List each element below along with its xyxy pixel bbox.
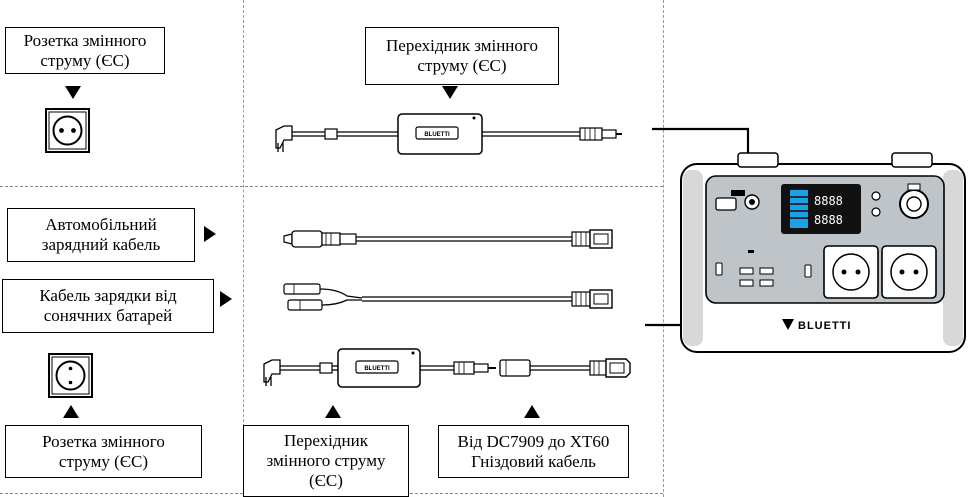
divider-vertical-left — [243, 0, 244, 497]
outlet-top-arrow — [65, 86, 81, 99]
solar-cable-arrow — [220, 291, 232, 307]
adapter-top-arrow — [442, 86, 458, 99]
ac-adapter-top-illustration: BLUETTI — [275, 113, 622, 155]
ac-adapter-bottom-illustration: BLUETTI — [263, 348, 631, 388]
bluetti-power-station-illustration: 8888 8888 BLUETTI — [680, 152, 966, 353]
solar-charging-cable-illustration — [283, 283, 613, 311]
divider-horizontal-middle — [0, 186, 663, 187]
car-charging-cable-illustration — [283, 229, 613, 249]
dc-cable-arrow — [524, 405, 540, 418]
display-value-2: 8888 — [814, 213, 843, 227]
device-brand-logo: BLUETTI — [798, 320, 851, 332]
display-value-1: 8888 — [814, 194, 843, 208]
adapter-bottom-brand: BLUETTI — [364, 366, 390, 372]
outlet-bottom-arrow — [63, 405, 79, 418]
eu-outlet-top-icon — [45, 108, 90, 153]
eu-outlet-bottom-icon — [48, 353, 93, 398]
adapter-bottom-arrow — [325, 405, 341, 418]
divider-vertical-right — [663, 0, 664, 497]
car-cable-arrow — [204, 226, 216, 242]
adapter-top-brand: BLUETTI — [424, 132, 450, 138]
